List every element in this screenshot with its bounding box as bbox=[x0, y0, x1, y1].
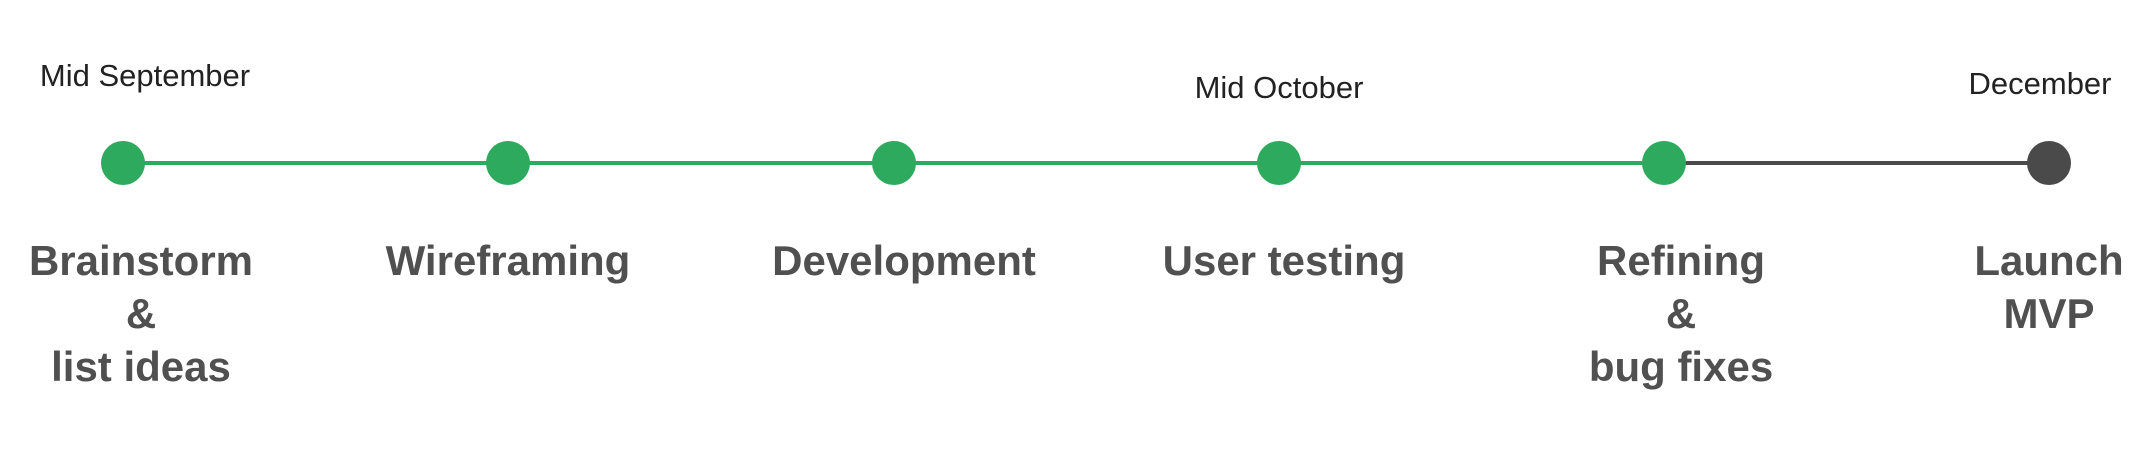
connector-5 bbox=[1664, 161, 2049, 165]
label-line: & bbox=[1665, 290, 1697, 337]
label-line: Refining bbox=[1597, 237, 1765, 284]
label-line: User testing bbox=[1162, 237, 1406, 284]
milestone-label-development: Development bbox=[734, 234, 1074, 287]
milestone-date-brainstorm: Mid September bbox=[39, 58, 251, 93]
milestone-node-wireframing bbox=[486, 141, 530, 185]
milestone-node-brainstorm bbox=[101, 141, 145, 185]
milestone-label-brainstorm: Brainstorm & list ideas bbox=[0, 234, 311, 393]
connector-3 bbox=[894, 161, 1279, 165]
connector-1 bbox=[123, 161, 508, 165]
label-line: Brainstorm bbox=[28, 237, 254, 284]
milestone-node-refining bbox=[1642, 141, 1686, 185]
label-line: Development bbox=[772, 237, 1036, 284]
connector-4 bbox=[1279, 161, 1664, 165]
label-line: bug fixes bbox=[1588, 343, 1774, 390]
label-line: Launch bbox=[1974, 237, 2124, 284]
milestone-label-user-testing: User testing bbox=[1114, 234, 1454, 287]
milestone-label-launch: Launch MVP bbox=[1879, 234, 2152, 340]
label-line: list ideas bbox=[51, 343, 231, 390]
milestone-date-launch: December bbox=[1968, 66, 2112, 101]
milestone-label-wireframing: Wireframing bbox=[338, 234, 678, 287]
milestone-node-development bbox=[872, 141, 916, 185]
milestone-node-user-testing bbox=[1257, 141, 1301, 185]
milestone-node-launch bbox=[2027, 141, 2071, 185]
label-line: & bbox=[125, 290, 157, 337]
label-line: MVP bbox=[2003, 290, 2095, 337]
label-line: Wireframing bbox=[385, 237, 631, 284]
milestone-date-user-testing: Mid October bbox=[1194, 70, 1364, 105]
connector-2 bbox=[508, 161, 894, 165]
milestone-label-refining: Refining & bug fixes bbox=[1511, 234, 1851, 393]
